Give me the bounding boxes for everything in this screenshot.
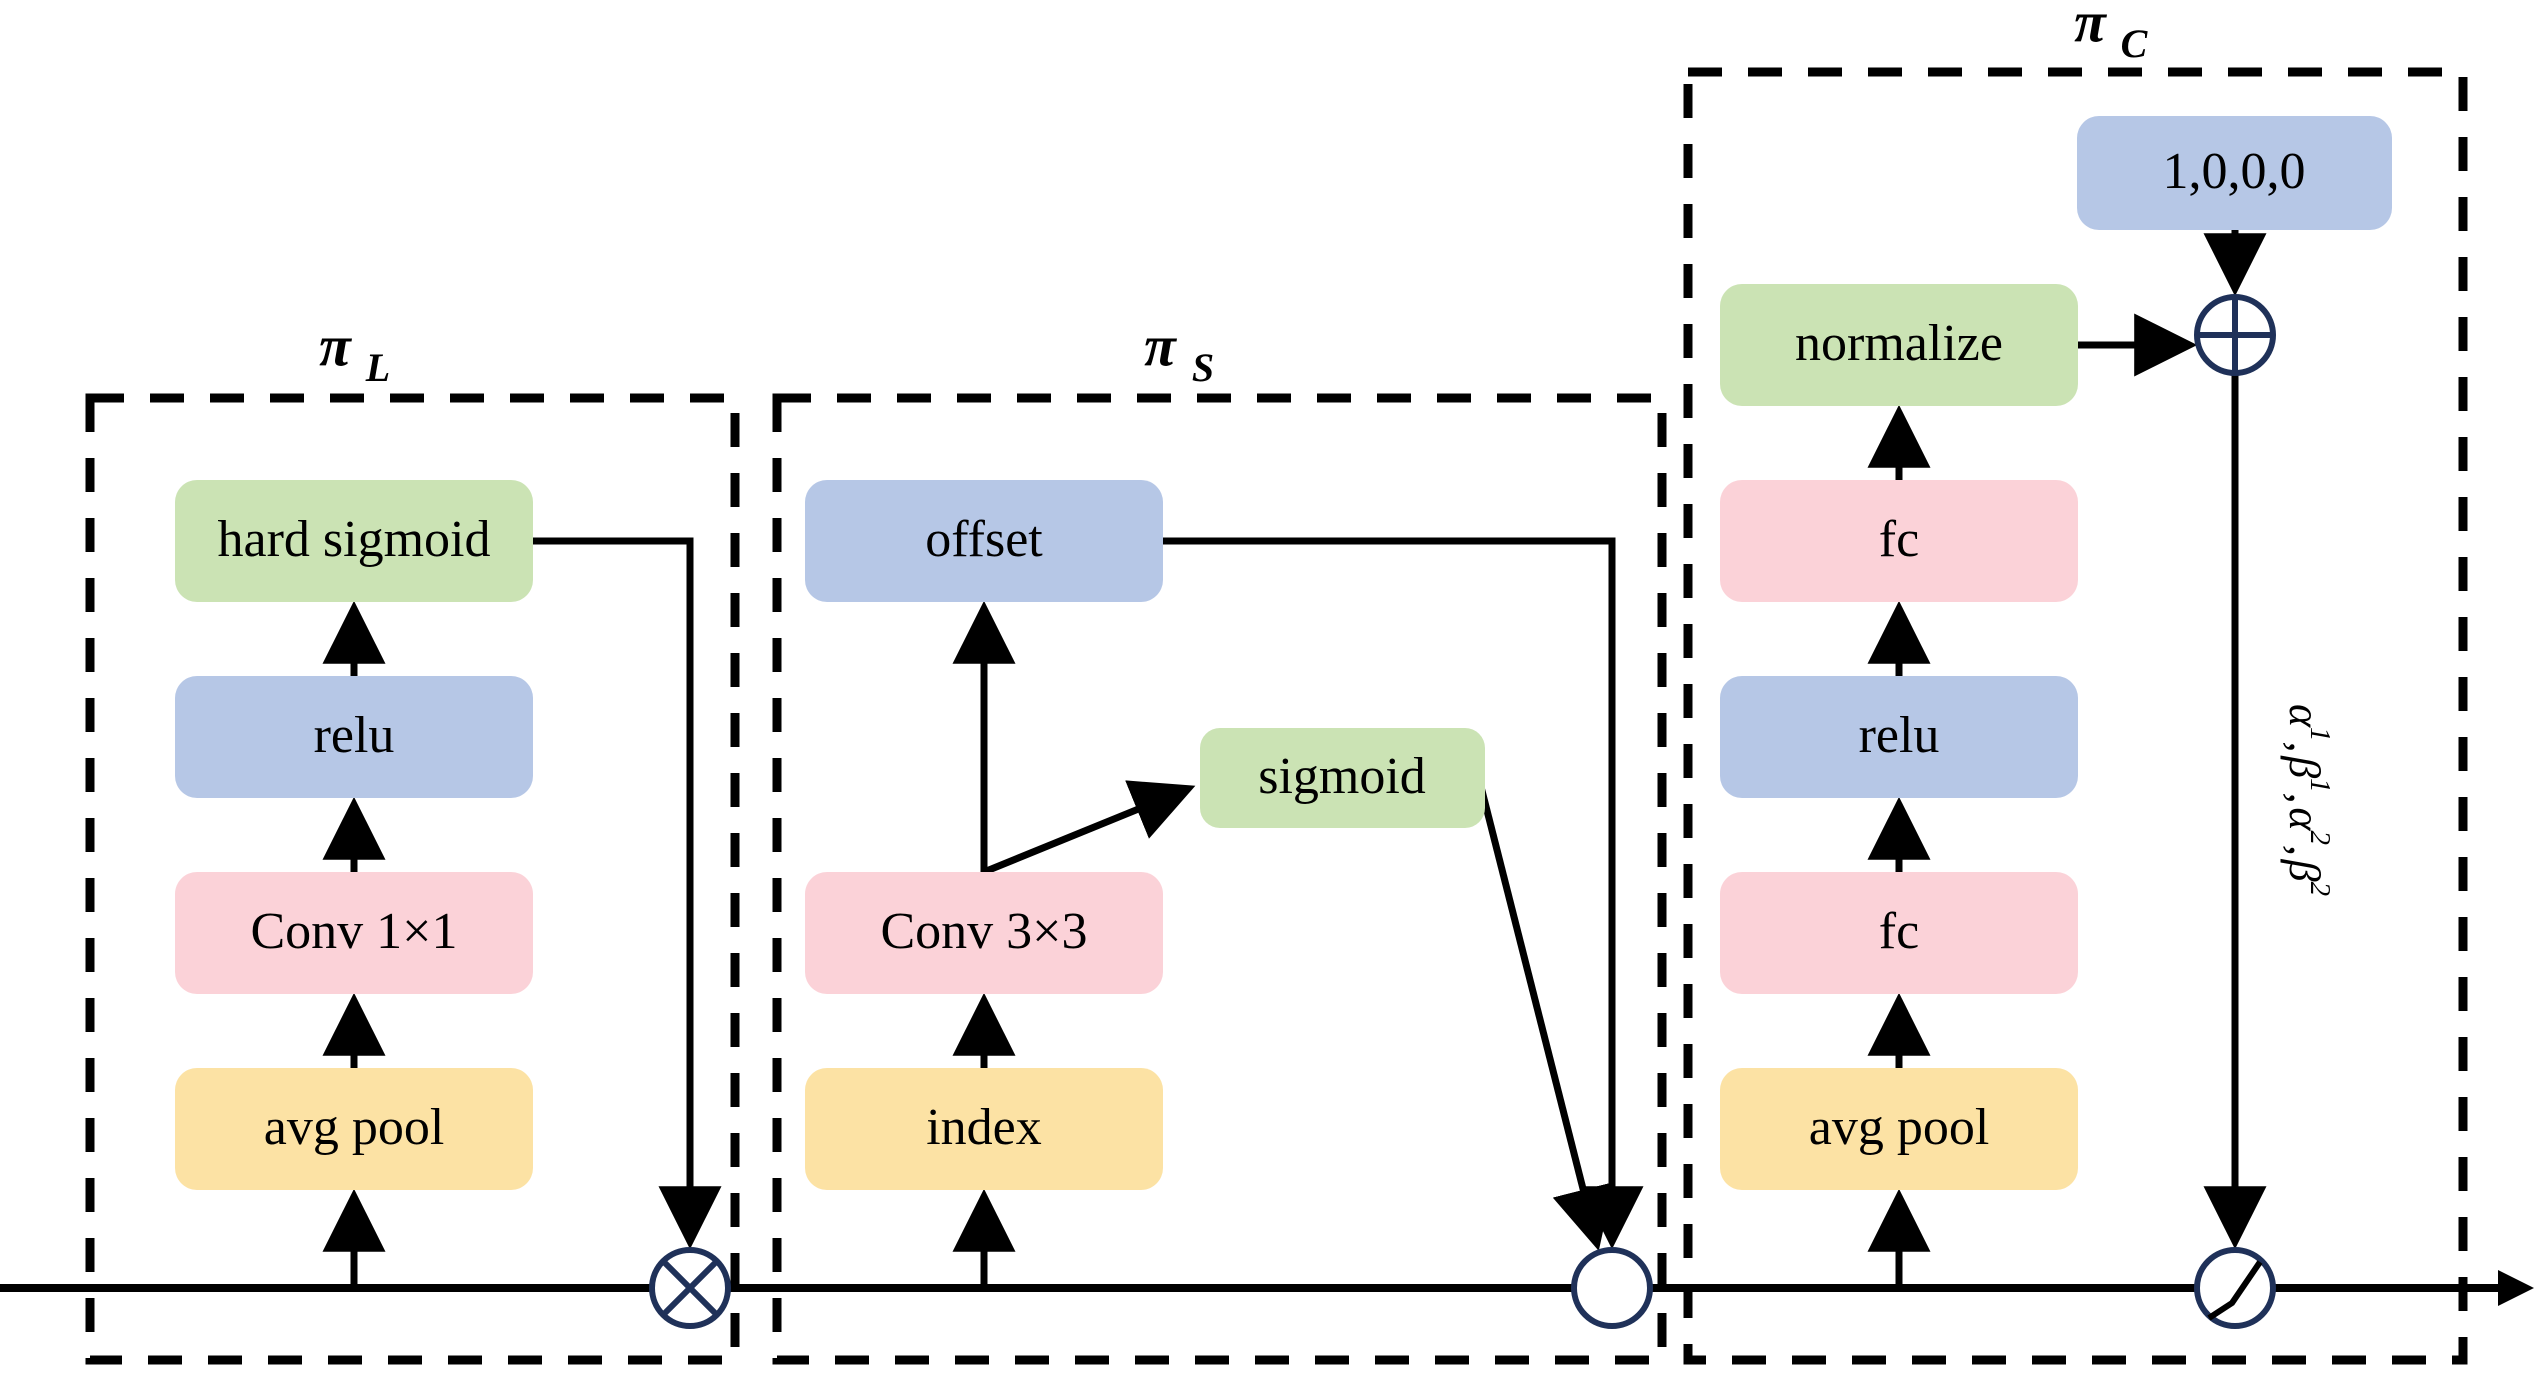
node-offset-label: offset: [925, 511, 1043, 568]
group-title-pi-L-subscript: L: [365, 345, 390, 390]
node-conv-1x1-label: Conv 1×1: [250, 903, 457, 960]
node-sigmoid-label: sigmoid: [1258, 748, 1426, 805]
node-one-hot-init-label: 1,0,0,0: [2163, 143, 2306, 200]
node-conv-1x1[interactable]: Conv 1×1: [175, 872, 533, 994]
node-avg-pool-l[interactable]: avg pool: [175, 1068, 533, 1190]
node-avg-pool-c-label: avg pool: [1809, 1099, 1990, 1156]
node-offset[interactable]: offset: [805, 480, 1163, 602]
edges-pi-L: [322, 537, 722, 1288]
node-sigmoid[interactable]: sigmoid: [1200, 728, 1485, 828]
node-relu-c[interactable]: relu: [1720, 676, 2078, 798]
main-signal-line: [0, 1270, 2534, 1306]
node-avg-pool-c[interactable]: avg pool: [1720, 1068, 2078, 1190]
node-fc-1-label: fc: [1879, 903, 1919, 960]
group-box-pi-S: [772, 393, 1667, 1365]
multiply-operator-icon[interactable]: [649, 1247, 731, 1329]
node-fc-1[interactable]: fc: [1720, 872, 2078, 994]
group-title-pi-S: π S: [1144, 313, 1214, 390]
node-fc-2-label: fc: [1879, 511, 1919, 568]
beta-1-sup: 1: [2304, 778, 2336, 793]
node-hard-sigmoid-label: hard sigmoid: [218, 511, 491, 568]
group-title-pi-L-symbol: π: [319, 313, 352, 378]
node-relu-l[interactable]: relu: [175, 676, 533, 798]
add-operator-icon[interactable]: [2194, 294, 2276, 376]
node-relu-l-label: relu: [314, 707, 395, 764]
node-hard-sigmoid[interactable]: hard sigmoid: [175, 480, 533, 602]
node-fc-2[interactable]: fc: [1720, 480, 2078, 602]
beta-1-base: β: [2280, 755, 2329, 778]
group-title-pi-C-symbol: π: [2074, 0, 2107, 54]
beta-2-base: β: [2280, 859, 2329, 882]
group-title-pi-L: π L: [319, 313, 390, 390]
group-title-pi-S-symbol: π: [1144, 313, 1177, 378]
edges-pi-S: [952, 537, 1644, 1288]
beta-2-sup: 2: [2304, 882, 2336, 897]
node-index-label: index: [926, 1099, 1042, 1156]
node-index[interactable]: index: [805, 1068, 1163, 1190]
alpha-beta-edge-label: α1, β1, α2, β2: [2280, 704, 2336, 896]
node-avg-pool-l-label: avg pool: [264, 1099, 445, 1156]
group-title-pi-C: π C: [2074, 0, 2148, 66]
alpha-2-sup: 2: [2304, 830, 2336, 845]
alpha-1-sup: 1: [2304, 727, 2336, 742]
node-normalize[interactable]: normalize: [1720, 284, 2078, 406]
activation-operator-icon[interactable]: [2194, 1247, 2276, 1329]
node-relu-c-label: relu: [1859, 707, 1940, 764]
node-one-hot-init[interactable]: 1,0,0,0: [2077, 116, 2392, 230]
node-conv-3x3[interactable]: Conv 3×3: [805, 872, 1163, 994]
group-box-pi-L: [85, 393, 740, 1365]
group-title-pi-S-subscript: S: [1192, 345, 1214, 390]
node-normalize-label: normalize: [1795, 315, 2003, 372]
join-operator-icon[interactable]: [1571, 1247, 1653, 1329]
alpha-2-base: α: [2280, 807, 2329, 831]
svg-text:α1, β1, α2, β2: α1, β1, α2, β2: [2280, 704, 2336, 896]
alpha-1-base: α: [2280, 704, 2329, 728]
group-title-pi-C-subscript: C: [2121, 21, 2149, 66]
group-box-pi-C: [1683, 67, 2468, 1365]
node-conv-3x3-label: Conv 3×3: [880, 903, 1087, 960]
edges-pi-C: [1867, 230, 2267, 1288]
